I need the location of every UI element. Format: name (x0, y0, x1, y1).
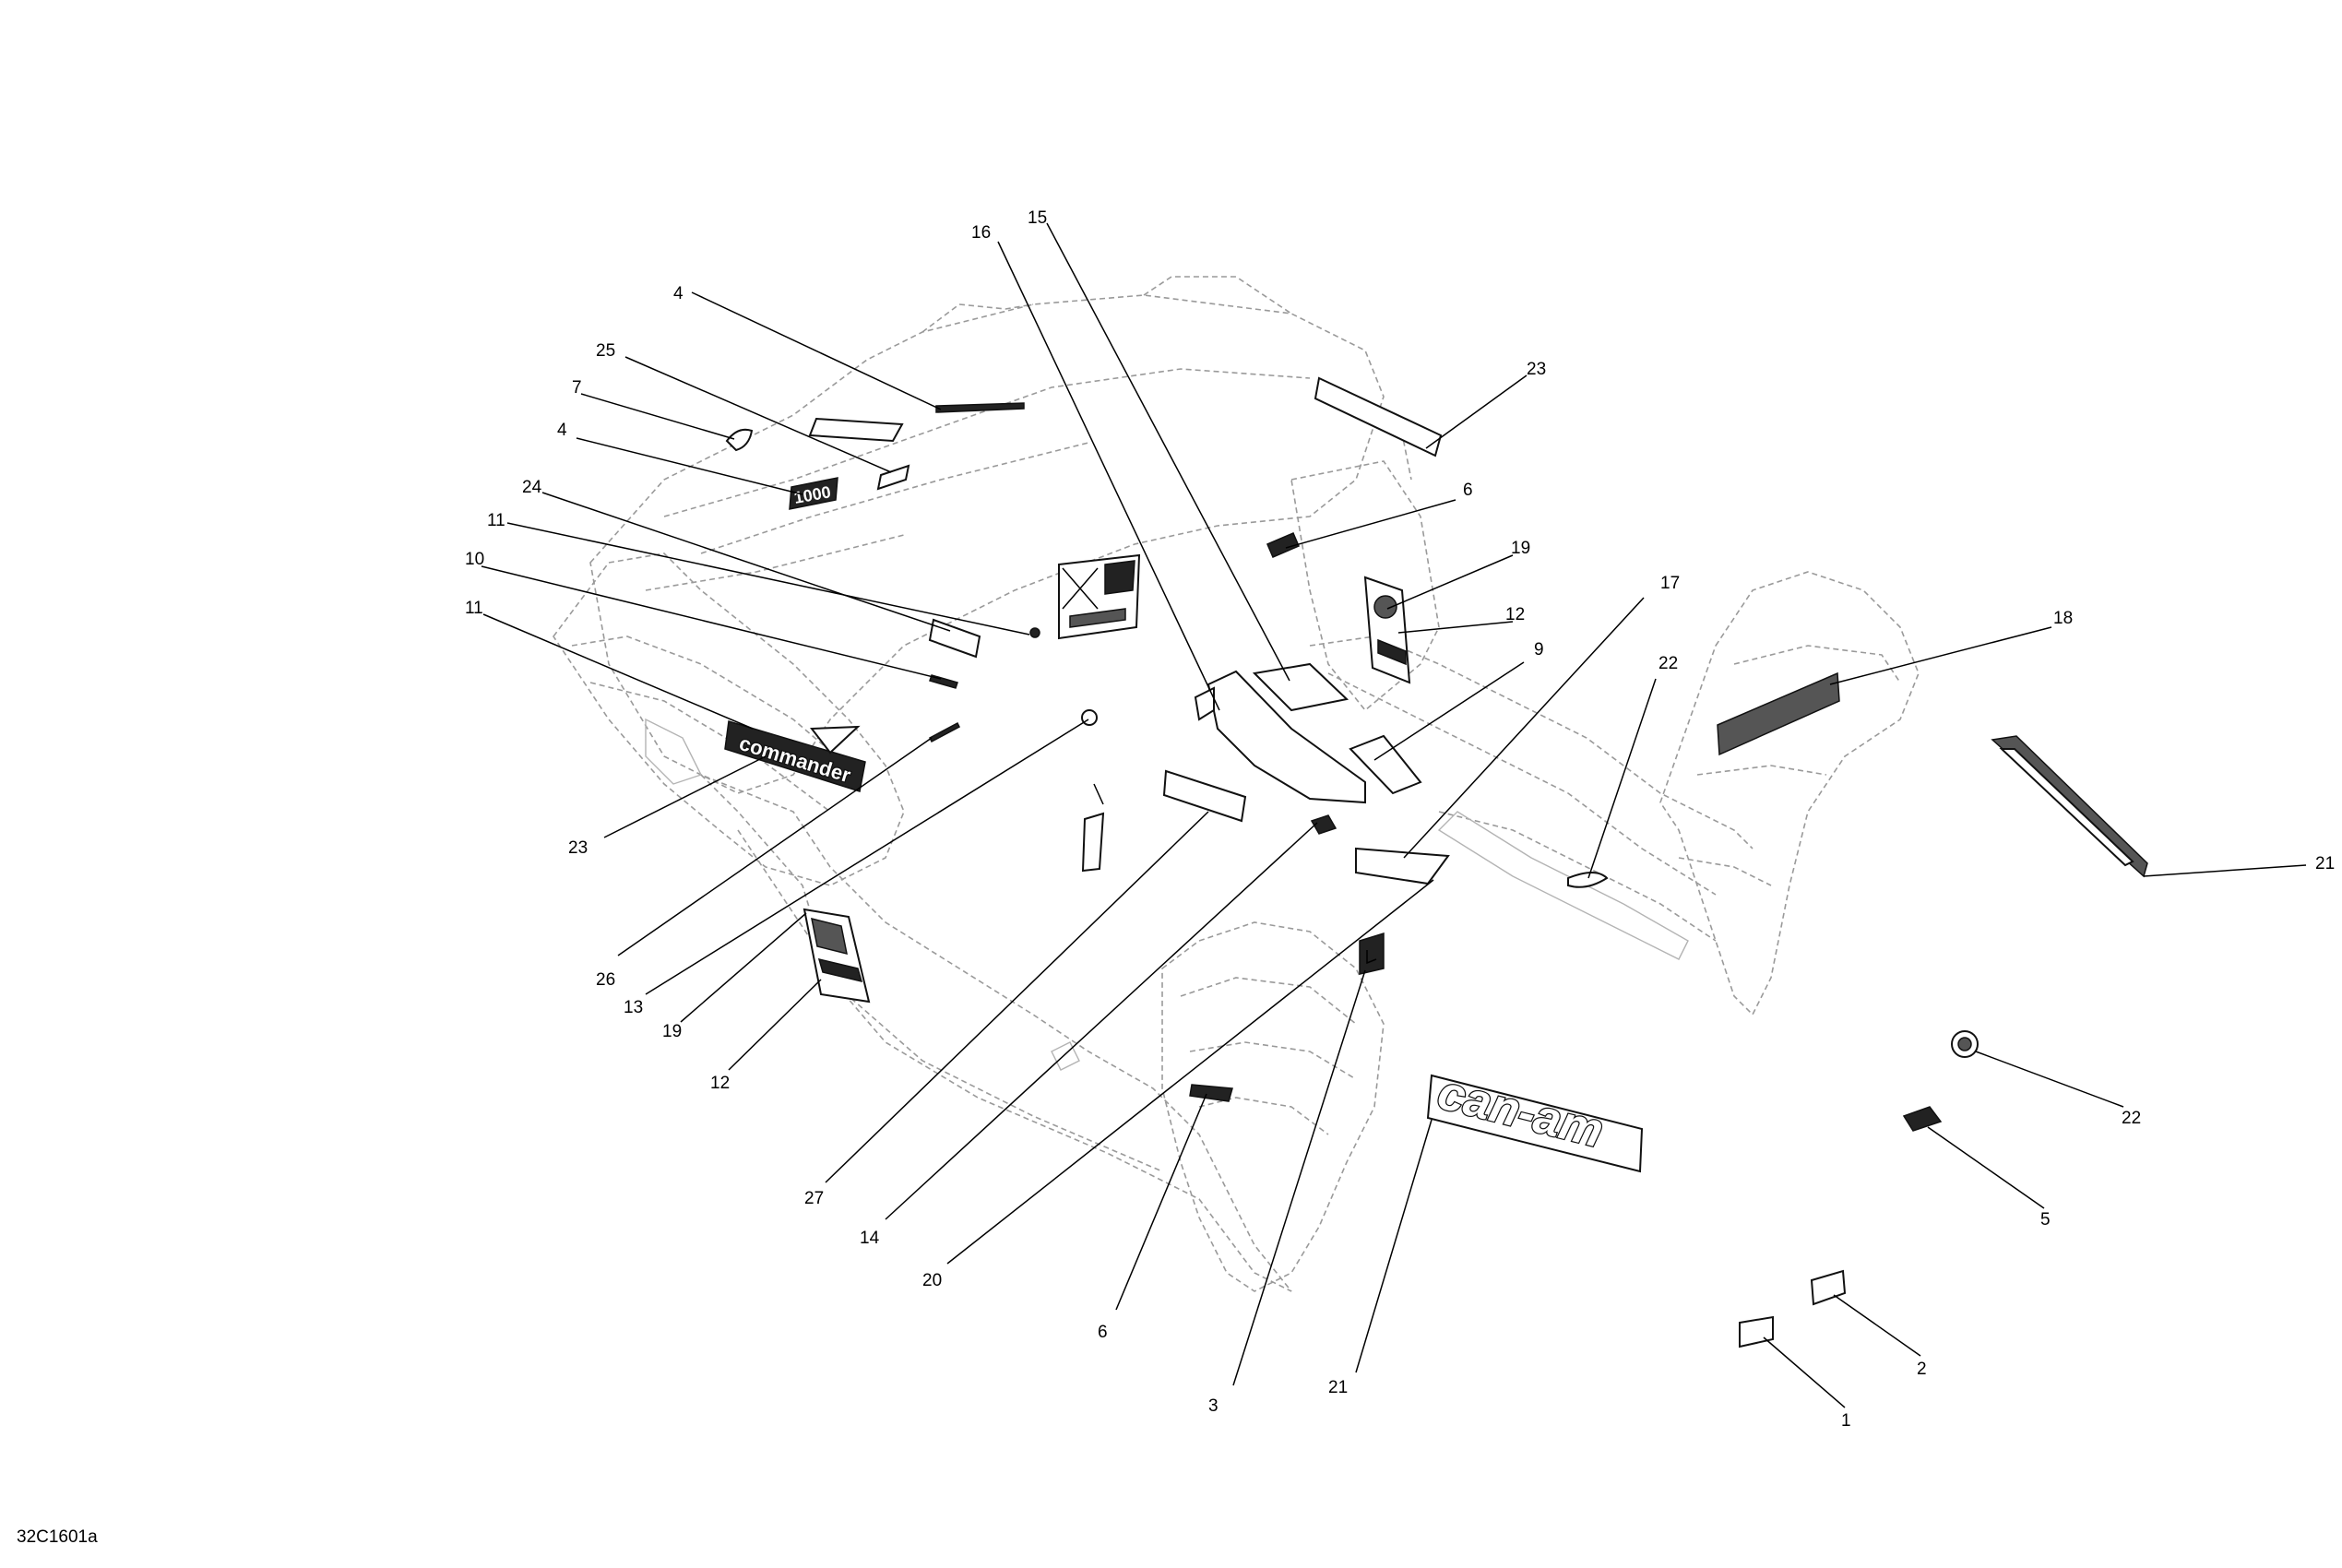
callout-5: 5 (2040, 1210, 2051, 1229)
decal-22-emblem (1951, 1030, 1979, 1058)
callout-labels: 16 15 4 25 7 4 24 11 10 11 23 23 6 19 12… (465, 208, 2335, 1431)
decal-6-top (1266, 532, 1300, 558)
callout-19: 19 (662, 1022, 682, 1041)
decal-19-12-left (802, 908, 871, 1004)
callout-19: 19 (1511, 539, 1530, 558)
decal-22-oval-right (1567, 872, 1609, 888)
callout-23: 23 (1527, 360, 1546, 379)
right-rear-panel-outline (1437, 571, 1920, 1016)
left-side-panel-outline (553, 552, 905, 886)
decal-17 (1355, 847, 1450, 885)
callout-14: 14 (860, 1229, 880, 1248)
callout-24: 24 (522, 478, 542, 497)
decal-19-12-right (1363, 576, 1411, 684)
callout-12: 12 (710, 1074, 730, 1093)
callout-22: 22 (2122, 1109, 2141, 1128)
callout-6: 6 (1098, 1323, 1108, 1342)
decal-23-commander: commander (724, 720, 866, 792)
decal-21-can-am: can-am (1426, 1064, 1644, 1173)
leader-lines (481, 222, 2307, 1408)
decal-7-oval (725, 428, 754, 452)
callout-27: 27 (804, 1189, 824, 1208)
callout-4: 4 (673, 284, 684, 303)
decal-25 (808, 417, 904, 443)
decal-27 (1162, 769, 1247, 823)
decal-strip-4-top (935, 402, 1025, 413)
decal-5 (1902, 1106, 1943, 1132)
decal-9 (1349, 734, 1422, 795)
decal-can-am-text: can-am (1433, 1065, 1609, 1158)
callout-2: 2 (1917, 1360, 1927, 1379)
decal-tag-hanging (1081, 783, 1105, 873)
callout-18: 18 (2053, 609, 2073, 628)
front-fascia-outline (1161, 921, 1385, 1292)
callout-25: 25 (596, 341, 615, 361)
callout-7: 7 (572, 378, 582, 398)
callout-9: 9 (1534, 640, 1544, 659)
decal-20 (1310, 814, 1337, 835)
callout-16: 16 (971, 223, 991, 243)
callout-3: 3 (1208, 1396, 1219, 1416)
callout-26: 26 (596, 970, 615, 990)
callout-22: 22 (1658, 654, 1678, 673)
callout-20: 20 (922, 1271, 942, 1290)
decal-21-side-brand (1991, 735, 2148, 878)
decal-11-dot (1029, 627, 1040, 638)
drawing-code-label: 32C1601a (17, 1527, 98, 1547)
callout-6: 6 (1463, 481, 1473, 500)
lower-fender-outline (700, 774, 1292, 1292)
decal-3 (1359, 932, 1385, 975)
callout-11: 11 (487, 511, 505, 530)
callout-21: 21 (1328, 1378, 1348, 1397)
decal-14-panel (1207, 670, 1366, 804)
callout-1: 1 (1841, 1411, 1851, 1431)
callout-10: 10 (465, 550, 484, 569)
callout-13: 13 (624, 998, 643, 1017)
decal-2 (1810, 1269, 1847, 1306)
callout-12: 12 (1505, 605, 1525, 624)
decals: 1000 commander (724, 376, 2148, 1348)
decal-16 (1194, 686, 1215, 721)
decal-1000-badge: 1000 (789, 477, 838, 510)
decal-23-right (1314, 376, 1443, 457)
decal-18 (1717, 671, 1840, 756)
callout-4: 4 (557, 421, 567, 440)
callout-17: 17 (1660, 574, 1680, 593)
decal-6-lower (1189, 1084, 1233, 1102)
decal-strip-25b (876, 464, 910, 491)
callout-15: 15 (1028, 208, 1047, 228)
callout-11: 11 (465, 599, 483, 618)
decal-24-warning (1058, 553, 1141, 640)
decal-10 (928, 618, 981, 659)
decal-1 (1739, 1315, 1774, 1348)
callout-23: 23 (568, 838, 588, 858)
decal-26-strip (929, 721, 960, 743)
callout-21: 21 (2315, 854, 2335, 873)
decal-15 (1252, 662, 1349, 712)
